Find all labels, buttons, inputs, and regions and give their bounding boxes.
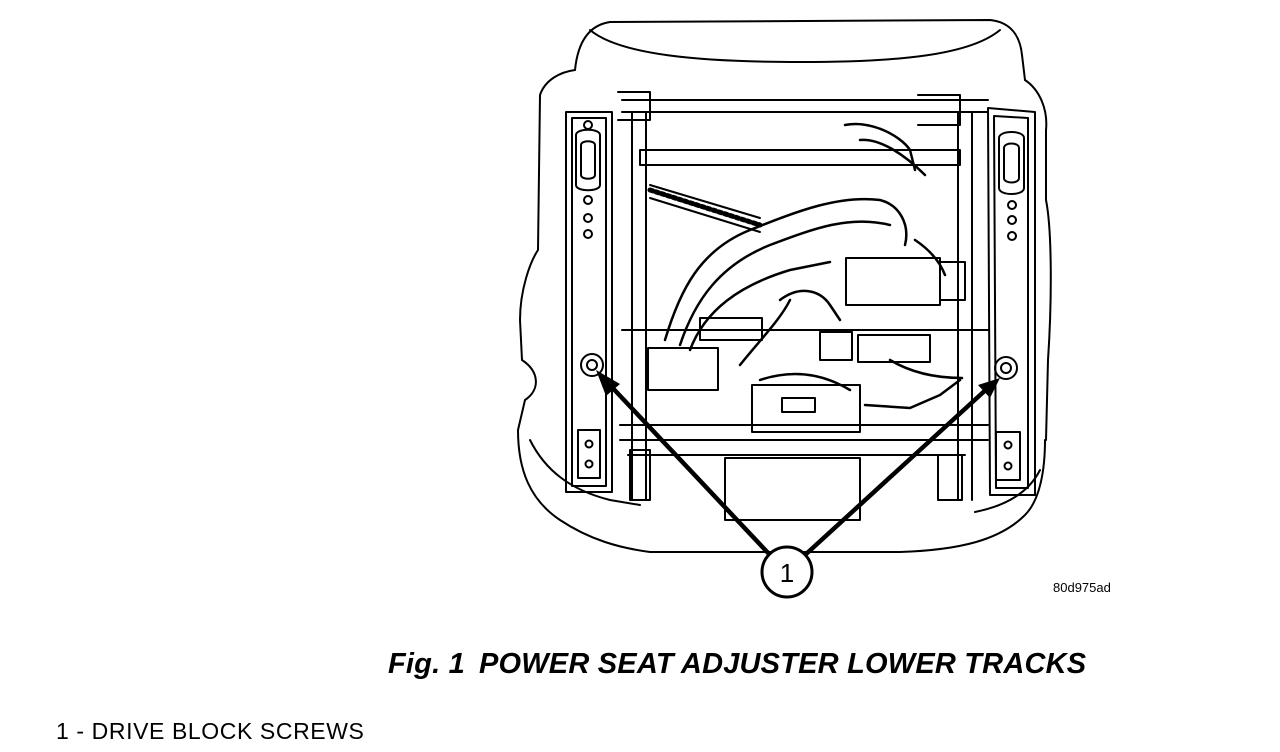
- legend-text: DRIVE BLOCK SCREWS: [91, 718, 365, 744]
- callout-leaders: [605, 380, 993, 558]
- figure-title: POWER SEAT ADJUSTER LOWER TRACKS: [478, 648, 1087, 680]
- wiring-harness: [663, 122, 964, 410]
- drive-cable: [647, 187, 763, 228]
- drive-block-screw-right: [994, 356, 1018, 380]
- callout-number-1: 1: [780, 558, 794, 588]
- drive-block-screw-left: [580, 353, 604, 377]
- frame-crossmembers: [617, 91, 989, 521]
- seat-cushion-outline: [574, 19, 1026, 81]
- figure-caption: Fig. 1 POWER SEAT ADJUSTER LOWER TRACKS: [388, 648, 1086, 681]
- seat-motors: [647, 257, 966, 433]
- figure-code: 80d975ad: [1053, 580, 1111, 595]
- legend-item-1: 1 - DRIVE BLOCK SCREWS: [56, 718, 364, 745]
- left-rail: [565, 111, 613, 493]
- arrowhead-left: [596, 370, 620, 396]
- legend-separator: -: [76, 718, 85, 744]
- figure-number: Fig. 1: [388, 648, 465, 680]
- arrowhead-right: [978, 378, 1000, 398]
- right-rail: [987, 107, 1036, 496]
- legend-number: 1: [56, 718, 70, 744]
- callout-bubble-1: [760, 545, 814, 599]
